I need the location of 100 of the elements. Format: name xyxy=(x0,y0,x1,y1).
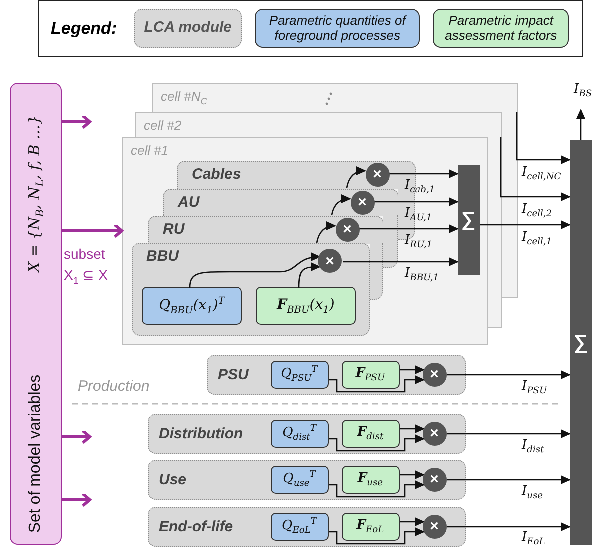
arrow xyxy=(389,170,459,178)
sum-symbol: ∑ xyxy=(574,332,588,352)
quantity-box xyxy=(270,512,328,540)
sum-symbol: ∑ xyxy=(461,210,476,230)
multiply-symbol: × xyxy=(430,426,439,441)
module-title: End-of-life xyxy=(159,518,234,536)
quantity-box xyxy=(142,287,242,325)
quantity-box xyxy=(270,420,328,448)
module-title: Cables xyxy=(192,166,242,183)
multiply-symbol: × xyxy=(373,167,382,182)
multiply-circle xyxy=(422,514,446,538)
edge-label: I$_{AU,1}$ xyxy=(405,206,432,224)
arrow xyxy=(400,470,426,480)
arrow xyxy=(62,224,124,238)
multiply-circle xyxy=(350,190,374,214)
arrow xyxy=(329,376,426,393)
legend-text: Parametric impact assessment factors xyxy=(444,14,558,43)
arrow xyxy=(298,262,322,288)
multiply-symbol: × xyxy=(358,195,367,210)
legend-title: Legend: xyxy=(51,18,118,38)
arrow xyxy=(329,434,426,452)
arrow xyxy=(447,476,571,484)
factor-box xyxy=(342,466,400,494)
edge-label: I$_{dist}$ xyxy=(522,438,544,456)
lca-module-box xyxy=(148,216,384,244)
cell-panel xyxy=(122,137,488,345)
arrow xyxy=(374,198,459,206)
multiply-symbol: × xyxy=(430,519,439,534)
sum-bar xyxy=(458,164,480,274)
module-title: AU xyxy=(178,194,200,211)
edge-label: I$_{cell,2}$ xyxy=(522,202,552,220)
lca-module-box xyxy=(148,414,466,454)
module-title: RU xyxy=(163,221,185,238)
arrow xyxy=(343,258,459,266)
multiply-circle xyxy=(422,422,446,446)
lca-module-box xyxy=(163,189,399,216)
arrow xyxy=(189,253,322,288)
factor-box xyxy=(342,512,400,540)
edge-label: I$_{BS}$ xyxy=(574,82,592,100)
math-expression: Q$_{BBU}$(x$_{1}$)$^{T}$ xyxy=(159,296,225,316)
multiply-circle xyxy=(422,468,446,492)
arrow xyxy=(62,430,92,444)
arrow xyxy=(500,137,571,202)
edge-label: I$_{cab,1}$ xyxy=(405,178,436,196)
arrow xyxy=(329,528,426,545)
factor-box xyxy=(342,420,400,448)
arrow xyxy=(576,109,586,140)
arrow xyxy=(62,492,92,508)
lca-module-box xyxy=(148,507,466,547)
variables-box xyxy=(10,83,62,545)
arrow xyxy=(331,194,352,216)
math-expression: F$_{use}$ xyxy=(358,470,384,488)
legend-text: Parametric quantities of foreground processes xyxy=(268,14,408,43)
factor-box xyxy=(342,360,400,388)
multiply-circle xyxy=(366,162,390,186)
edge-label: I$_{RU,1}$ xyxy=(405,233,432,251)
arrow xyxy=(400,518,426,526)
math-expression: F$_{dist}$ xyxy=(357,424,384,442)
multiply-symbol: × xyxy=(326,254,334,268)
lca-module-box xyxy=(207,355,466,395)
lca-module-box xyxy=(132,242,370,336)
multiply-circle xyxy=(422,362,446,386)
arrow xyxy=(400,424,426,434)
module-title: PSU xyxy=(218,366,249,384)
legend-text: LCA module xyxy=(144,20,232,37)
phase-label: Production xyxy=(78,378,150,395)
variables-title: Set of model variables xyxy=(27,374,45,534)
math-expression: F$_{BBU}$(x$_{1}$) xyxy=(277,296,335,316)
edge-label: subset X$_{1}$ ⊆ X xyxy=(64,245,109,289)
factor-box xyxy=(256,287,356,325)
cell-panel xyxy=(152,83,518,112)
arrow xyxy=(447,522,571,532)
edge-label: I$_{PSU}$ xyxy=(522,379,548,397)
arrow xyxy=(400,366,426,374)
arrow xyxy=(480,220,571,230)
arrow xyxy=(359,224,459,234)
cell-title: cell #N$_{C}$ xyxy=(161,89,208,107)
math-expression: F$_{PSU}$ xyxy=(356,366,386,384)
module-title: BBU xyxy=(146,248,179,264)
multiply-symbol: × xyxy=(343,222,352,237)
edge-label: I$_{EoL}$ xyxy=(522,530,546,548)
module-title: Use xyxy=(159,472,187,488)
arrow xyxy=(346,166,366,188)
multiply-symbol: × xyxy=(430,367,439,382)
module-title: Distribution xyxy=(159,426,244,442)
multiply-symbol: × xyxy=(430,472,439,487)
cell-title: cell #2 xyxy=(144,118,182,133)
arrow xyxy=(329,480,426,498)
multiply-circle xyxy=(318,249,342,273)
math-expression: F$_{EoL}$ xyxy=(356,518,384,536)
lca-module-box xyxy=(148,460,466,500)
arrow xyxy=(447,430,571,438)
quantity-box xyxy=(270,360,328,388)
edge-label: I$_{BBU,1}$ xyxy=(405,266,440,284)
arrow xyxy=(62,114,92,130)
edge-label: I$_{use}$ xyxy=(522,484,544,502)
quantity-box xyxy=(270,466,328,494)
arrow xyxy=(447,370,571,380)
cell-panel xyxy=(135,112,502,137)
arrow xyxy=(316,222,336,244)
